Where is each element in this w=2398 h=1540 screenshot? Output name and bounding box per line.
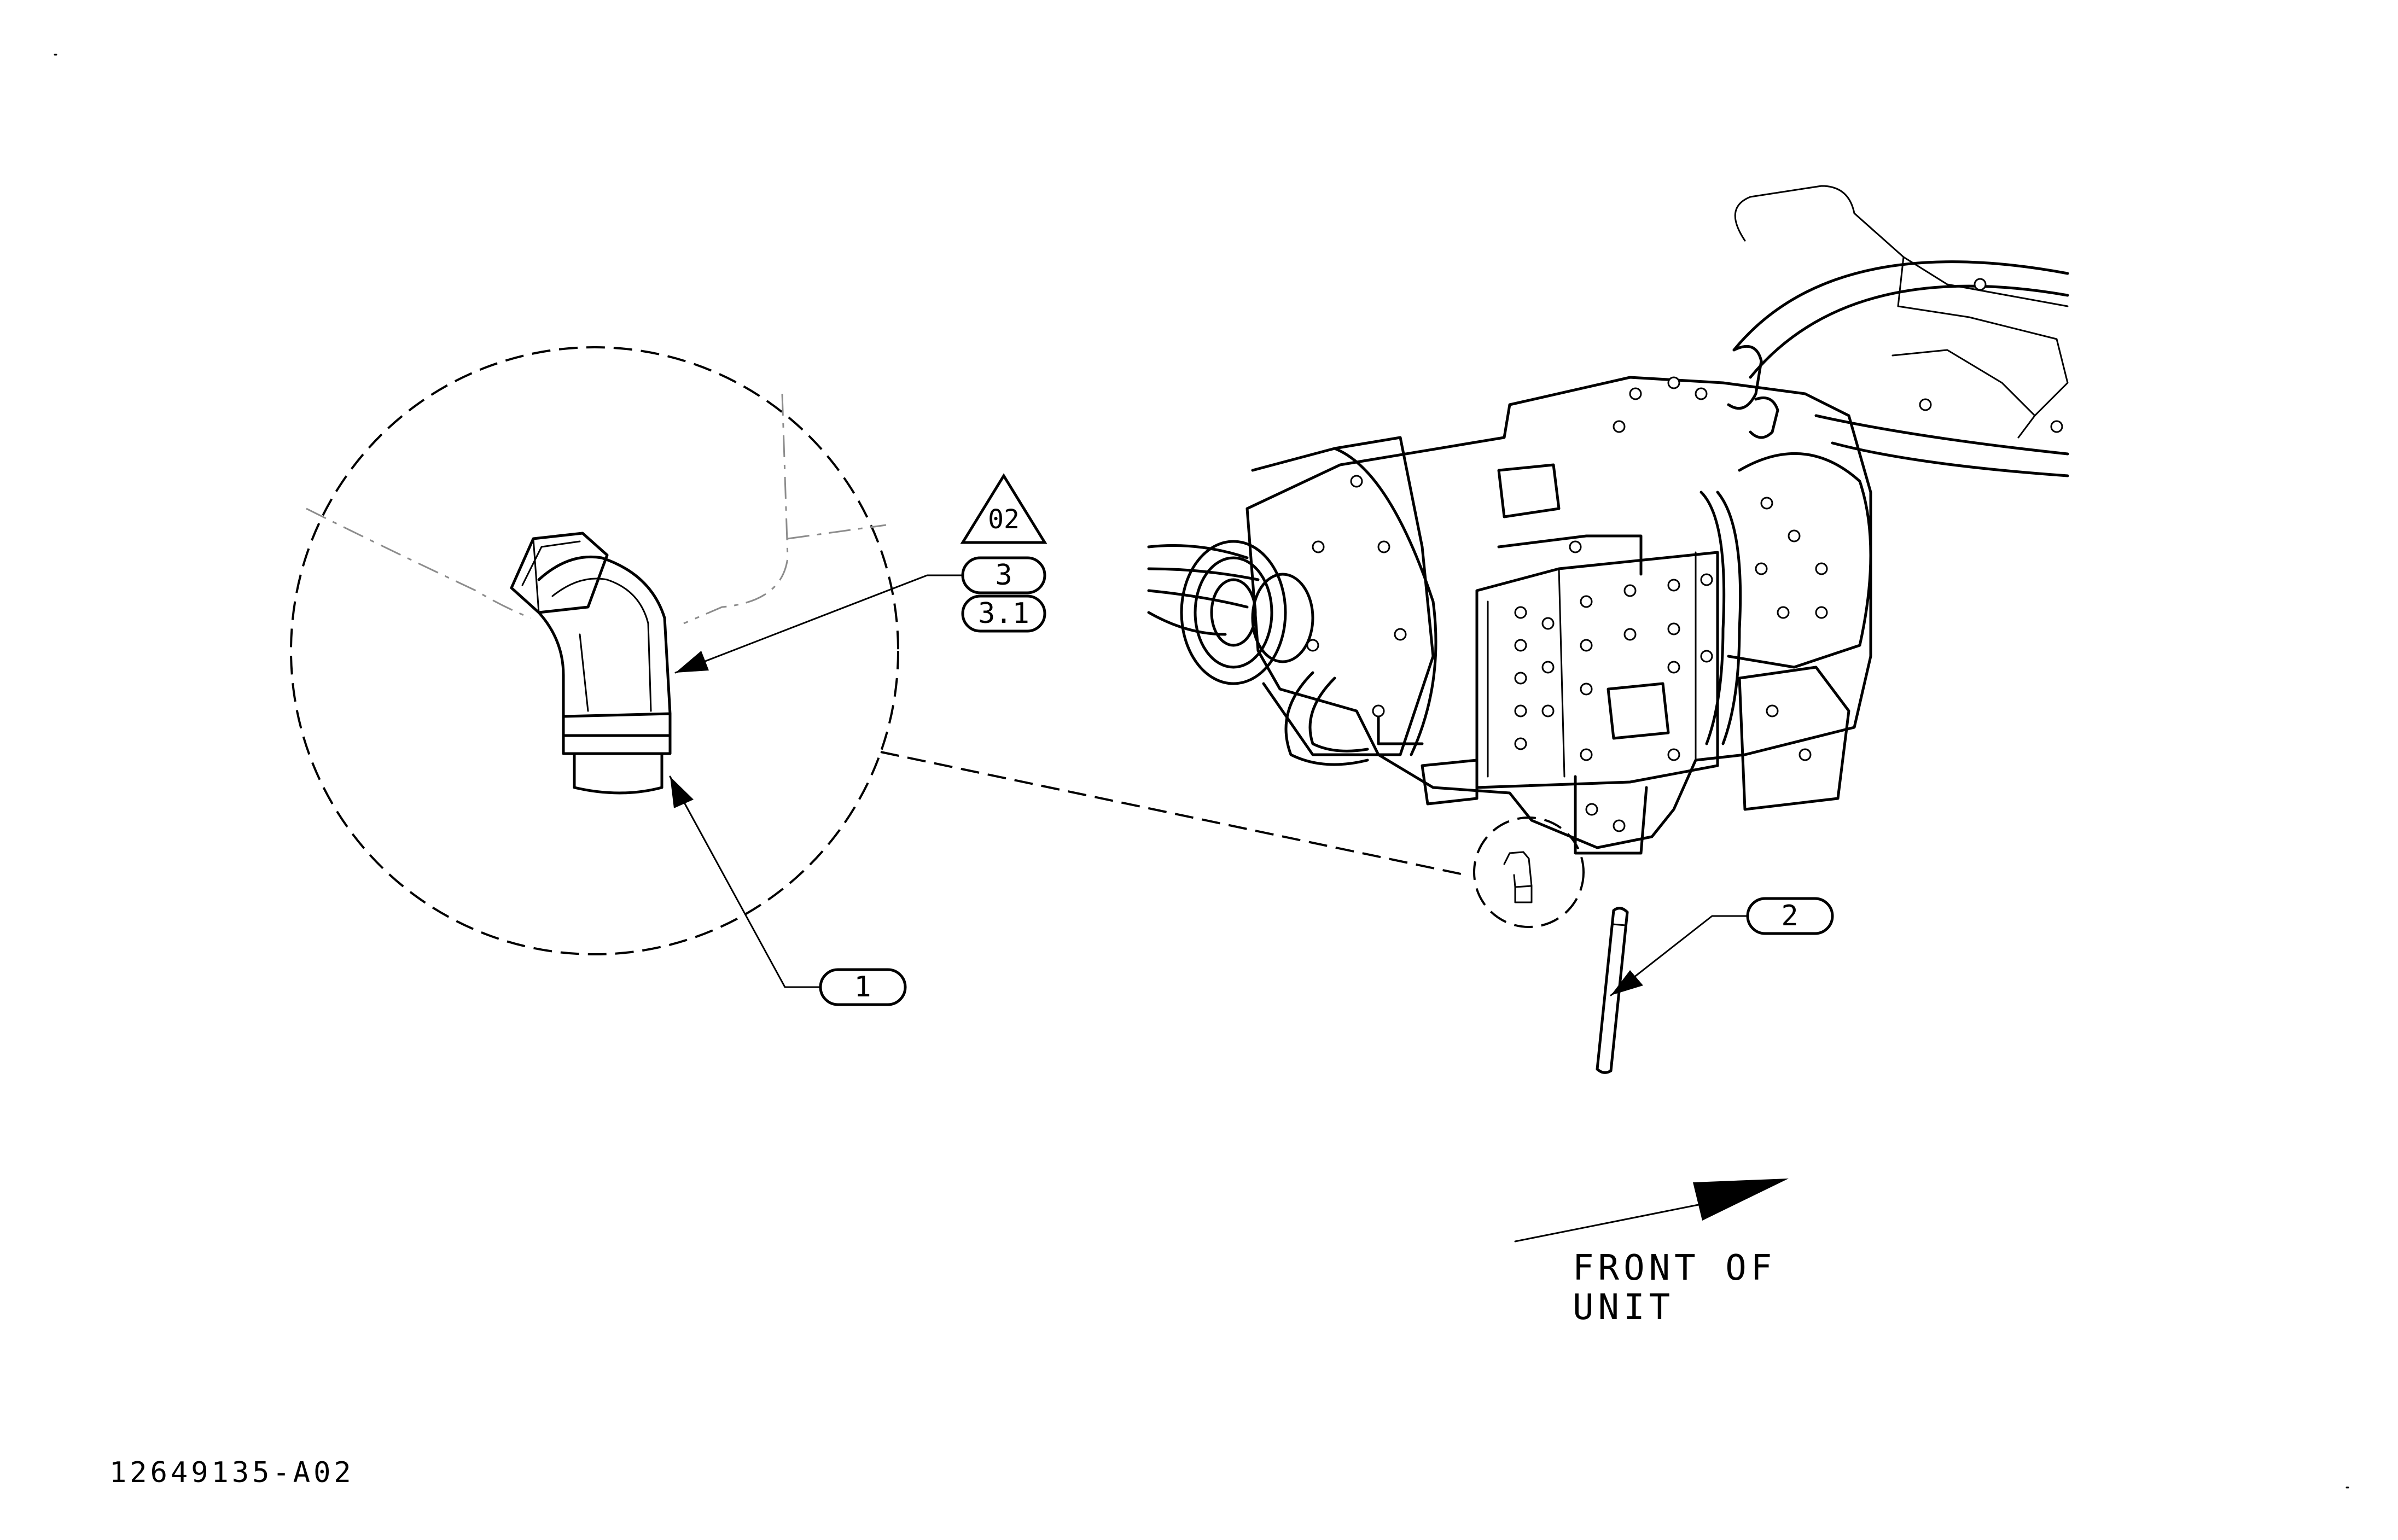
front-of-unit-label-line1: FRONT OF <box>1573 1248 1776 1288</box>
svg-text:02: 02 <box>988 504 1020 535</box>
detail-view <box>290 346 899 955</box>
callout-1-leader <box>669 775 822 988</box>
callout-bubble-1: 1 <box>819 968 907 1006</box>
elbow-fitting <box>510 532 672 795</box>
bolt-pattern <box>1306 278 2063 832</box>
revision-triangle: 02 <box>960 473 1047 544</box>
front-of-unit-label-line2: UNIT <box>1573 1287 1674 1328</box>
callout-2-leader <box>1610 915 1749 996</box>
svg-text:3.1: 3.1 <box>978 597 1029 630</box>
callout-bubble-3-1: 3.1 <box>961 594 1046 633</box>
locator-detail <box>1473 816 1585 928</box>
transmission-assembly <box>1147 185 2069 855</box>
svg-text:2: 2 <box>1781 900 1798 932</box>
callout-bubble-2: 2 <box>1746 897 1834 935</box>
detail-leader-line <box>880 751 1466 876</box>
svg-text:1: 1 <box>854 971 871 1004</box>
front-of-unit-arrow <box>1514 1179 1789 1242</box>
svg-text:3: 3 <box>995 559 1012 592</box>
callout-3-leader <box>674 574 964 674</box>
document-number: 12649135-A02 <box>109 1456 354 1489</box>
callout-bubble-3: 3 <box>961 556 1046 594</box>
